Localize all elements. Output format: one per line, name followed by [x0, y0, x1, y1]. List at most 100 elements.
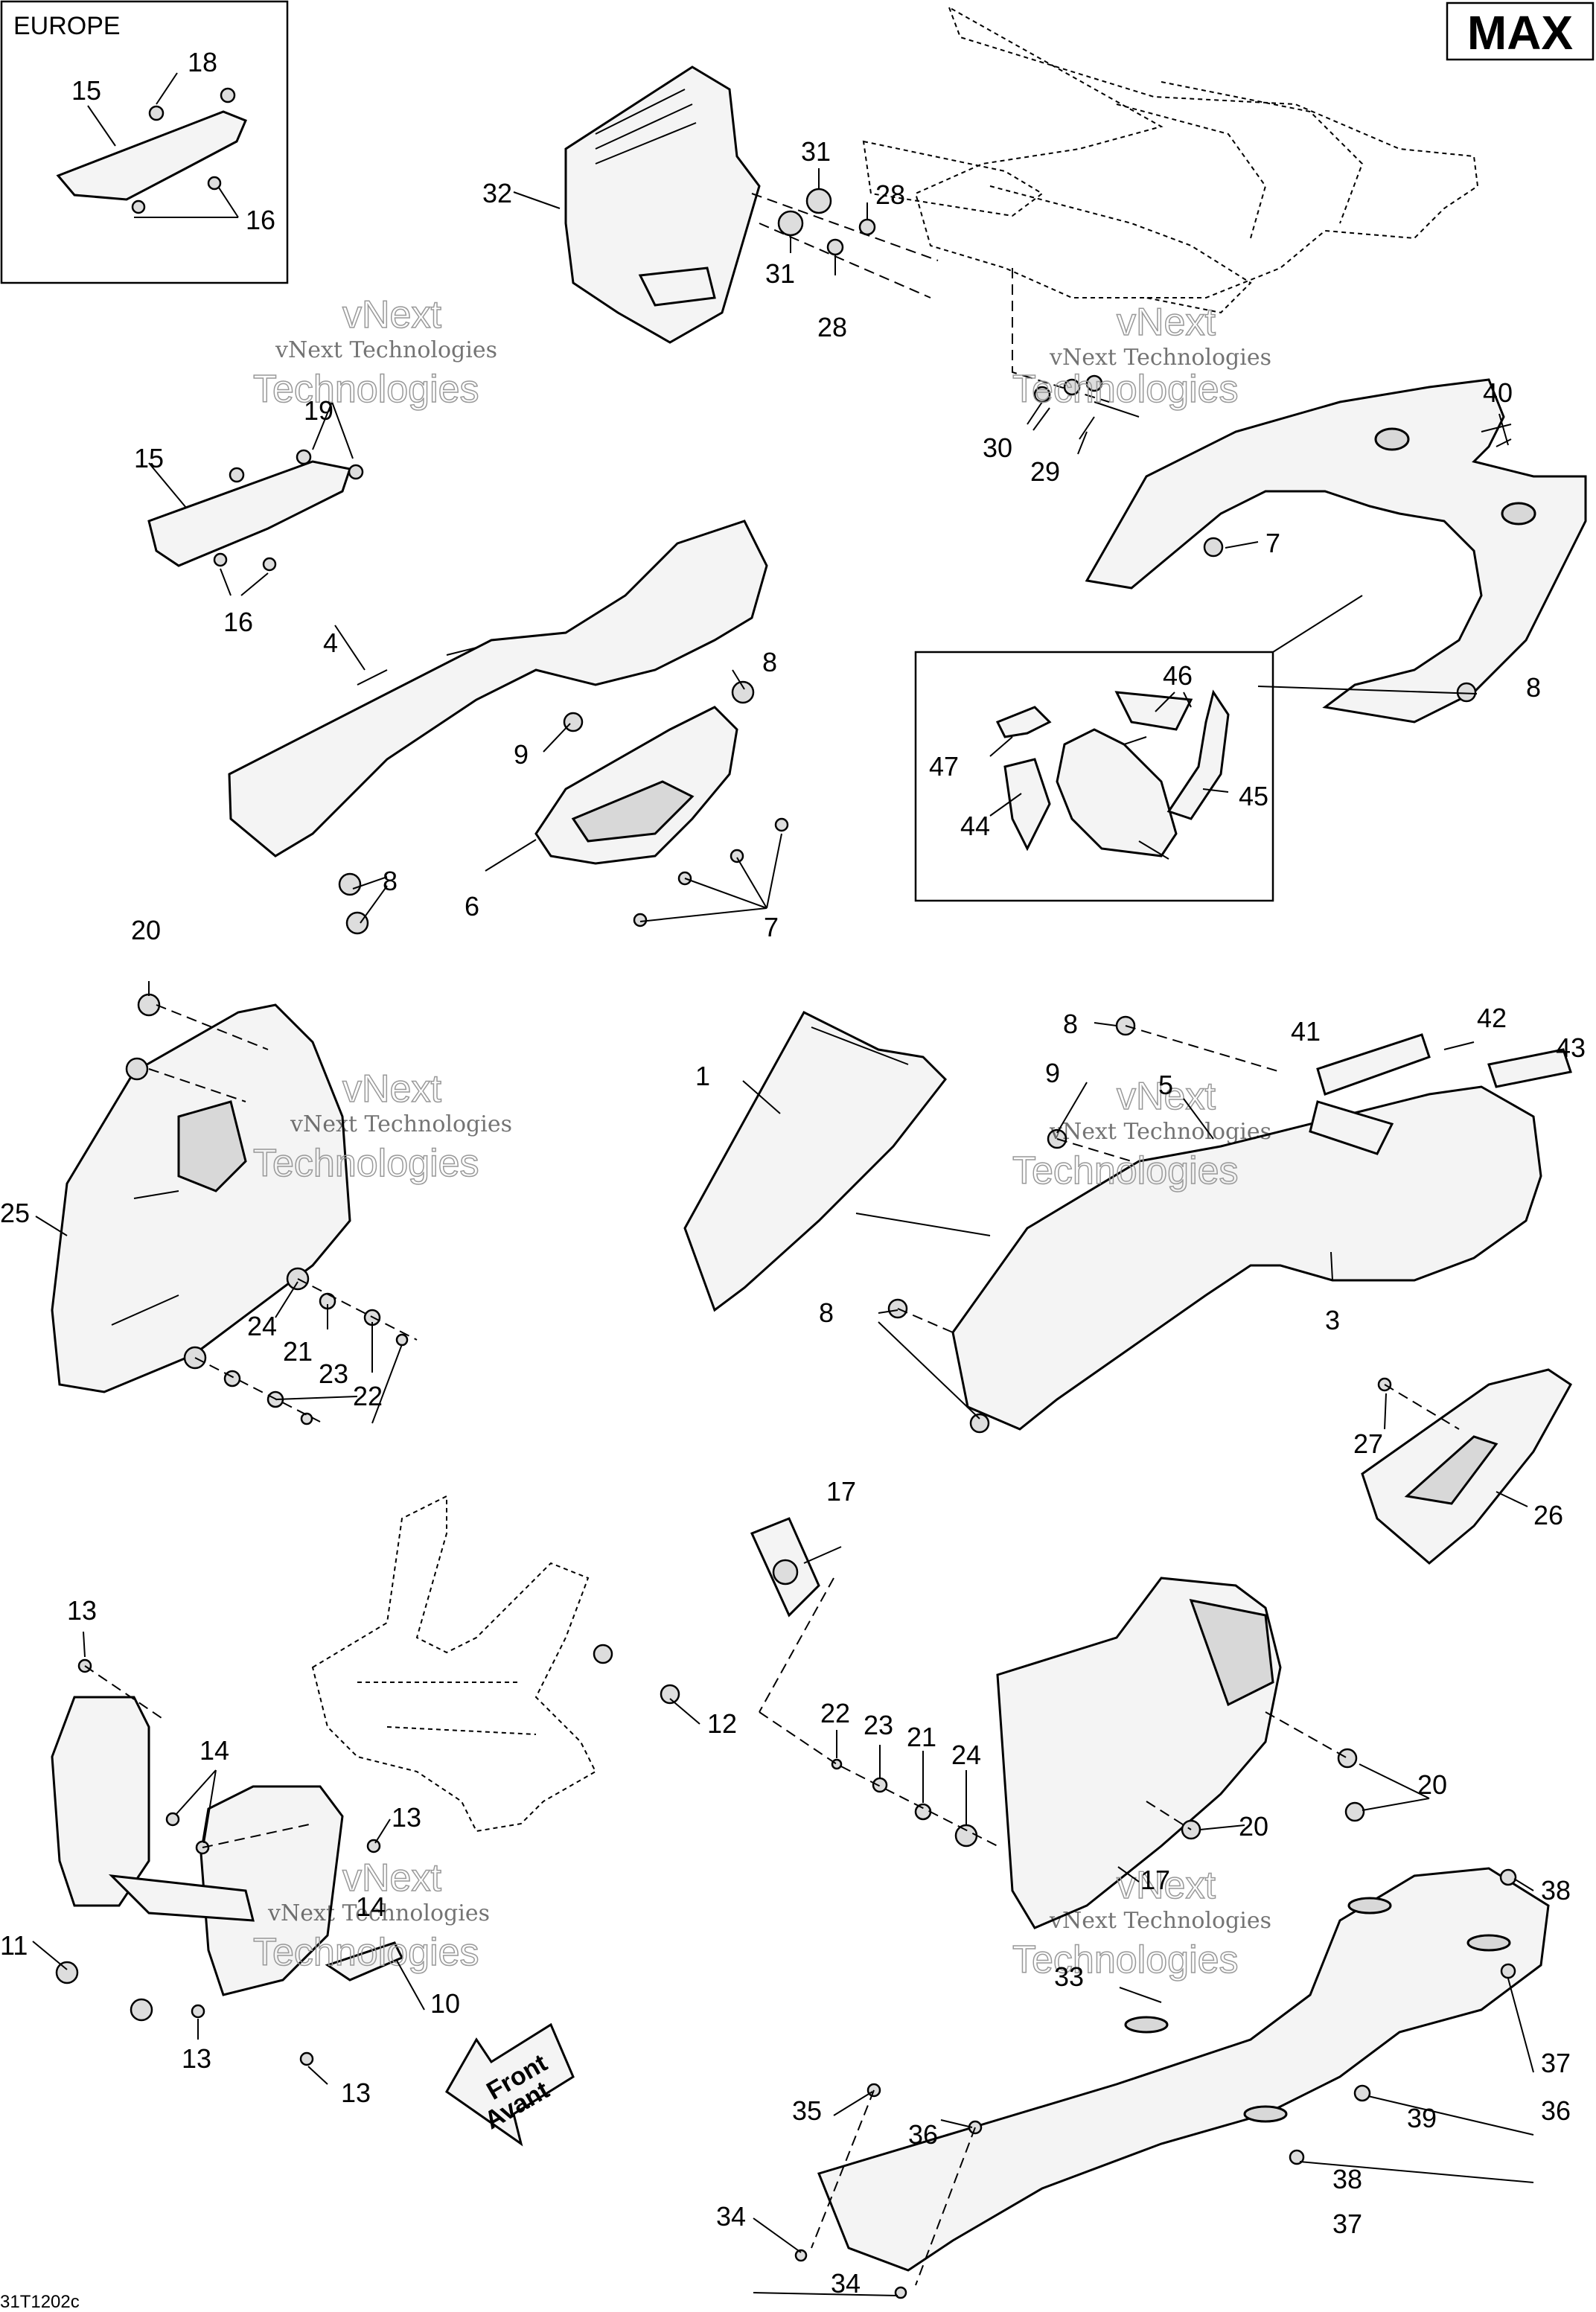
callout-13-top: 13 — [67, 1595, 97, 1626]
region-label: EUROPE — [13, 12, 121, 40]
watermark-outline-vnext-5: vNext — [342, 1856, 441, 1900]
watermark-text-6: vNext Technologies — [1049, 1908, 1271, 1934]
callout-8-rear-bottom: 8 — [1526, 672, 1541, 703]
callout-31-top: 31 — [801, 136, 831, 167]
callout-15-main: 15 — [134, 443, 164, 473]
callout-43: 44 — [960, 811, 990, 841]
callout-22-right: 22 — [820, 1698, 850, 1728]
callout-38-top: 38 — [1541, 1875, 1571, 1906]
callout-30: 30 — [983, 432, 1012, 463]
callout-27: 27 — [1353, 1428, 1383, 1459]
callout-46: 47 — [929, 751, 959, 782]
callout-26: 26 — [1533, 1500, 1563, 1530]
callout-labels: 18 15 16 32 31 28 31 28 30 29 40 7 8 46 … — [0, 47, 1586, 2299]
model-badge-text: MAX — [1467, 6, 1574, 60]
watermark-outline-vnext-3: vNext — [342, 1067, 441, 1111]
part-3-fender — [887, 1015, 1542, 1434]
hardware-21-24-left — [183, 1267, 418, 1425]
watermark-text-2: vNext Technologies — [1049, 345, 1271, 371]
callout-8-fender-top: 8 — [1063, 1009, 1078, 1039]
callout-16-main: 16 — [223, 607, 253, 637]
callout-29: 29 — [1030, 456, 1060, 487]
callout-44: 45 — [1239, 781, 1268, 811]
watermark-outline-tech-5: Technologies — [253, 1931, 479, 1974]
watermark-text-4: vNext Technologies — [1049, 1119, 1271, 1145]
callout-16-europe: 16 — [246, 205, 275, 235]
callout-20-left: 20 — [131, 915, 161, 945]
callout-18: 17 — [826, 1476, 856, 1507]
callout-6: 6 — [465, 891, 479, 922]
hardware-12b — [660, 1684, 680, 1705]
parts-40-42-strips — [1316, 1033, 1572, 1096]
front-bumper-parts — [51, 1658, 404, 2066]
callout-leaders — [32, 191, 1534, 2296]
callout-23-right: 23 — [864, 1710, 893, 1740]
callout-20-right-top: 20 — [1417, 1769, 1447, 1800]
part-19-rear-panel — [996, 1577, 1365, 1929]
europe-inset: EUROPE — [0, 0, 289, 284]
callout-40: 41 — [1291, 1016, 1321, 1047]
callout-28-bottom: 28 — [817, 312, 847, 342]
callout-25: 25 — [0, 1198, 30, 1228]
part-39-rear-cover — [1085, 378, 1587, 724]
part-32 — [564, 66, 761, 344]
europe-cover-part — [56, 110, 247, 201]
callout-45: 46 — [1163, 660, 1193, 691]
hardware-12a — [593, 1644, 613, 1664]
callout-1: 1 — [695, 1061, 710, 1091]
watermark-outline-tech-3: Technologies — [253, 1142, 479, 1185]
part-25-front-panel — [51, 993, 351, 1393]
callout-5: 5 — [1158, 1070, 1173, 1100]
callout-39: 40 — [1483, 377, 1513, 408]
drawing-code: 31T1202c — [0, 2292, 80, 2312]
part-26-cover — [1361, 1368, 1572, 1565]
watermark-text-3: vNext Technologies — [290, 1111, 512, 1137]
callout-11: 11 — [0, 1930, 28, 1961]
callout-34-top: 34 — [716, 2201, 746, 2232]
watermark-text-1: vNext Technologies — [275, 337, 497, 363]
hardware-21-24-right — [759, 1711, 998, 1848]
callout-13-bottom-left: 13 — [182, 2043, 211, 2074]
part-15-cover — [147, 401, 364, 596]
callout-13-mid: 13 — [392, 1802, 421, 1833]
watermark-outline-tech-6: Technologies — [1012, 1938, 1239, 1982]
watermark-outline-vnext-1: vNext — [342, 293, 441, 336]
callout-14-mid: 14 — [356, 1891, 386, 1922]
frame-front — [311, 1495, 597, 1833]
callout-37-top: 37 — [1541, 2048, 1571, 2078]
watermark-outline-tech-1: Technologies — [253, 368, 479, 411]
callout-19: 17 — [1140, 1865, 1170, 1895]
watermark-text-5: vNext Technologies — [267, 1900, 490, 1926]
model-badge: MAX — [1446, 1, 1595, 61]
callout-28-top: 28 — [875, 179, 905, 210]
hardware-31-28 — [751, 168, 939, 298]
detail-inset-43-47 — [914, 595, 1363, 902]
callout-35-right: 36 — [908, 2119, 938, 2150]
callout-23-left: 23 — [319, 1358, 348, 1389]
callout-9-panel: 9 — [514, 739, 529, 770]
callout-14-top: 14 — [200, 1735, 229, 1766]
callout-17-main: 19 — [304, 395, 333, 426]
callout-34-bottom: 34 — [831, 2268, 861, 2299]
watermark-outline-vnext-6: vNext — [1117, 1864, 1216, 1907]
callout-41: 42 — [1477, 1003, 1507, 1033]
callout-9-fender: 9 — [1045, 1058, 1060, 1088]
callout-36-top: 36 — [1541, 2095, 1571, 2126]
watermark-outline-tech-2: Technologies — [1012, 368, 1239, 411]
arrow-1-to-3 — [855, 1213, 991, 1236]
callout-24-right: 24 — [951, 1740, 981, 1770]
frame-rear — [862, 5, 1479, 314]
callout-17-europe: 18 — [188, 47, 217, 77]
callout-12: 12 — [707, 1708, 737, 1739]
callout-10: 10 — [430, 1988, 460, 2019]
part-18 — [750, 1517, 834, 1713]
callout-21-left: 21 — [283, 1336, 313, 1367]
callout-37-bottom: 38 — [1332, 2164, 1362, 2194]
callout-3: 3 — [1325, 1305, 1340, 1335]
callout-38-bottom: 39 — [1407, 2103, 1437, 2133]
callout-8-rear-top: 7 — [1265, 528, 1280, 558]
callout-15-europe: 15 — [71, 75, 101, 106]
callout-35-left: 35 — [792, 2095, 822, 2126]
callout-36-bottom: 37 — [1332, 2209, 1362, 2239]
